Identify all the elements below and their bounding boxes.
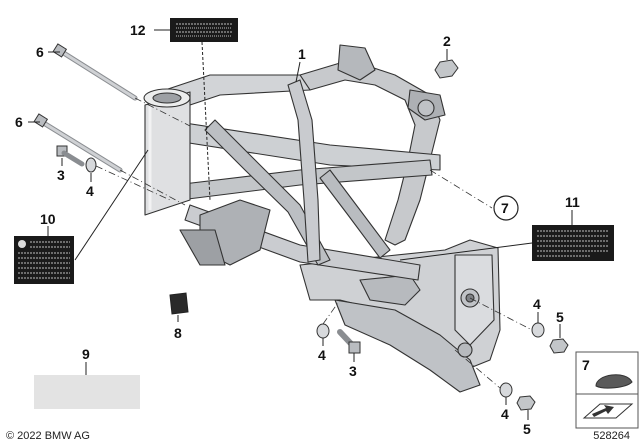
callout-9: 9 (82, 346, 90, 362)
callout-5-right-mid: 5 (556, 309, 564, 325)
bolt-bottom (337, 329, 361, 354)
callout-5-right-low: 5 (523, 421, 531, 437)
callout-11: 11 (565, 194, 580, 210)
leader-lines (28, 29, 573, 420)
type-plate-10 (14, 236, 74, 284)
callout-2: 2 (443, 33, 451, 49)
copyright-text: © 2022 BMW AG (6, 430, 90, 442)
washer-right-low (499, 382, 513, 398)
callout-4-right-low: 4 (501, 406, 509, 422)
callout-3-bottom: 3 (349, 363, 357, 379)
callout-6-upper: 6 (36, 44, 44, 60)
callout-6-lower: 6 (15, 114, 23, 130)
bolt-left (56, 145, 85, 167)
label-12 (170, 18, 238, 42)
long-bolt-upper (52, 43, 138, 101)
long-bolt-lower (33, 113, 123, 173)
callout-3-left: 3 (57, 167, 65, 183)
callout-4-right-mid: 4 (533, 296, 541, 312)
callout-1: 1 (298, 46, 306, 62)
nut-top (434, 59, 459, 79)
inset-cap-shape (595, 374, 633, 389)
callout-10: 10 (40, 211, 56, 227)
washer-left (85, 157, 97, 173)
blank-plate-9 (34, 375, 140, 409)
pad-8 (169, 292, 189, 315)
callout-7: 7 (501, 200, 509, 216)
washer-right-mid (531, 322, 545, 338)
inset-callout-7: 7 (582, 357, 590, 373)
callout-8: 8 (174, 325, 182, 341)
label-11 (532, 225, 614, 261)
diagram-id: 528264 (593, 430, 630, 442)
callout-12: 12 (130, 22, 146, 38)
inset-box: 7 (575, 351, 639, 429)
callout-4-left: 4 (86, 183, 94, 199)
assembly-lines (95, 97, 533, 389)
nut-right-low (516, 395, 536, 411)
nut-right-mid (549, 338, 569, 354)
main-frame (143, 44, 501, 393)
washer-bottom (316, 323, 330, 339)
callout-4-bottom: 4 (318, 347, 326, 363)
callout-7-circle: 7 (493, 195, 519, 221)
